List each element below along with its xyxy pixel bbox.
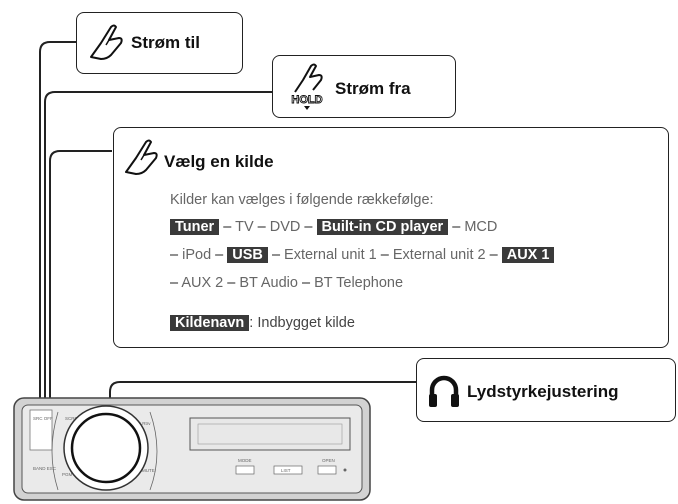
select-source-box: Vælg en kilde Kilder kan vælges i følgen… — [113, 127, 669, 348]
power-off-label: Strøm fra — [335, 79, 411, 98]
source-aux2: AUX 2 — [181, 275, 224, 291]
source-aux1: AUX 1 — [501, 247, 555, 263]
source-bt-telephone: BT Telephone — [314, 275, 404, 291]
volume-label: Lydstyrkejustering — [467, 382, 619, 401]
headphones-icon — [427, 373, 461, 414]
hold-label: HOLD — [291, 94, 322, 106]
line-volume — [109, 381, 418, 420]
source-line-3: – AUX 2 – BT Audio – BT Telephone — [170, 275, 404, 291]
power-on-box: Strøm til — [76, 12, 243, 74]
power-off-box: HOLD Strøm fra — [272, 55, 456, 118]
source-ext1: External unit 1 — [284, 247, 377, 263]
source-line-2: – iPod – USB – External unit 1 – Externa… — [170, 247, 555, 263]
volume-box: Lydstyrkejustering — [416, 358, 676, 422]
source-tv: TV — [235, 219, 254, 235]
finger-hold-icon: HOLD — [285, 62, 329, 117]
source-tuner: Tuner — [170, 219, 220, 235]
select-source-title: Vælg en kilde — [164, 152, 274, 171]
source-bt-audio: BT Audio — [239, 275, 298, 291]
line-power-on — [39, 41, 78, 408]
source-intro: Kilder kan vælges i følgende rækkefølge: — [170, 192, 434, 208]
legend-text: : Indbygget kilde — [249, 315, 355, 331]
power-on-label: Strøm til — [131, 33, 200, 52]
source-line-1: Tuner – TV – DVD – Built-in CD player – … — [170, 219, 497, 235]
finger-press-icon — [122, 138, 162, 181]
source-ipod: iPod — [182, 247, 212, 263]
source-usb: USB — [227, 247, 268, 263]
line-select-source — [49, 150, 112, 408]
source-mcd: MCD — [464, 219, 498, 235]
finger-press-icon — [87, 23, 127, 66]
legend-key: Kildenavn — [170, 315, 250, 331]
line-power-off — [44, 91, 274, 408]
source-ext2: External unit 2 — [392, 247, 486, 263]
legend: Kildenavn: Indbygget kilde — [170, 315, 355, 331]
source-dvd: DVD — [269, 219, 301, 235]
source-builtin-cd: Built-in CD player — [316, 219, 449, 235]
